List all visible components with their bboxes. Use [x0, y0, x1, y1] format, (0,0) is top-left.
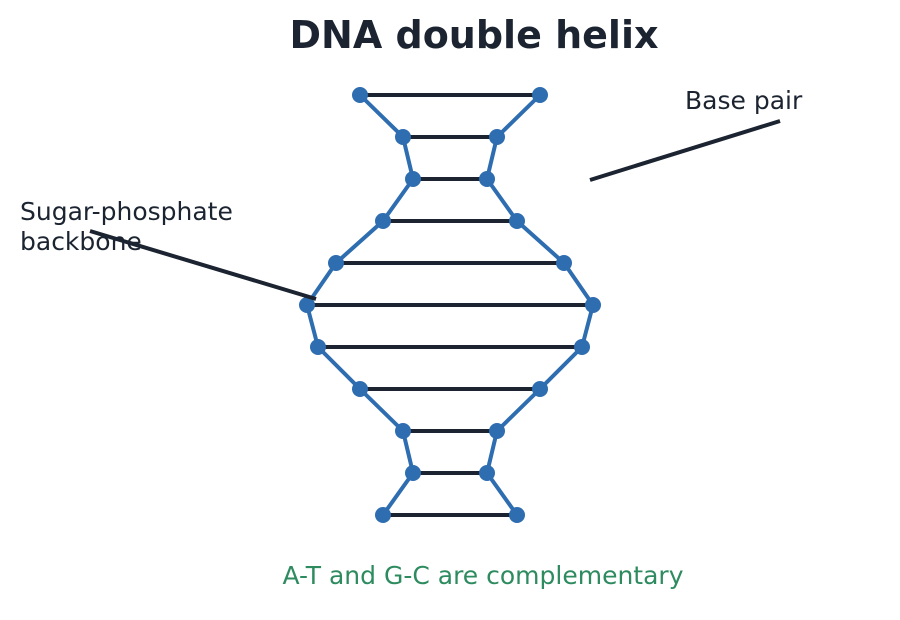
- right-nucleotide-node: [556, 255, 572, 271]
- right-nucleotide-node: [509, 507, 525, 523]
- base-pair-pointer-line: [589, 119, 781, 182]
- right-nucleotide-node: [532, 87, 548, 103]
- left-nucleotide-node: [352, 381, 368, 397]
- left-nucleotide-node: [352, 87, 368, 103]
- backbone-label-line-1: Sugar-phosphate: [20, 197, 233, 226]
- right-nucleotide-node: [489, 423, 505, 439]
- left-nucleotide-node: [299, 297, 315, 313]
- base-pair-rungs: [307, 93, 593, 517]
- left-nucleotide-node: [310, 339, 326, 355]
- complementarity-caption: A-T and G-C are complementary: [282, 561, 683, 590]
- right-nucleotide-node: [574, 339, 590, 355]
- base-pair-label: Base pair: [685, 86, 803, 115]
- backbone-pointer-line: [89, 229, 317, 301]
- right-nucleotide-node: [585, 297, 601, 313]
- left-nucleotide-node: [375, 213, 391, 229]
- right-nucleotide-node: [489, 129, 505, 145]
- left-nucleotide-node: [375, 507, 391, 523]
- right-nucleotide-node: [479, 171, 495, 187]
- left-nucleotide-node: [405, 171, 421, 187]
- left-nucleotide-node: [395, 423, 411, 439]
- right-nucleotide-node: [479, 465, 495, 481]
- backbone-label-line-2: backbone: [20, 227, 142, 256]
- annotation-pointers: [89, 119, 781, 301]
- right-nucleotide-node: [509, 213, 525, 229]
- diagram-title: DNA double helix: [290, 13, 659, 57]
- left-nucleotide-node: [328, 255, 344, 271]
- left-nucleotide-node: [405, 465, 421, 481]
- right-nucleotide-node: [532, 381, 548, 397]
- left-nucleotide-node: [395, 129, 411, 145]
- backbone-nodes: [299, 87, 601, 523]
